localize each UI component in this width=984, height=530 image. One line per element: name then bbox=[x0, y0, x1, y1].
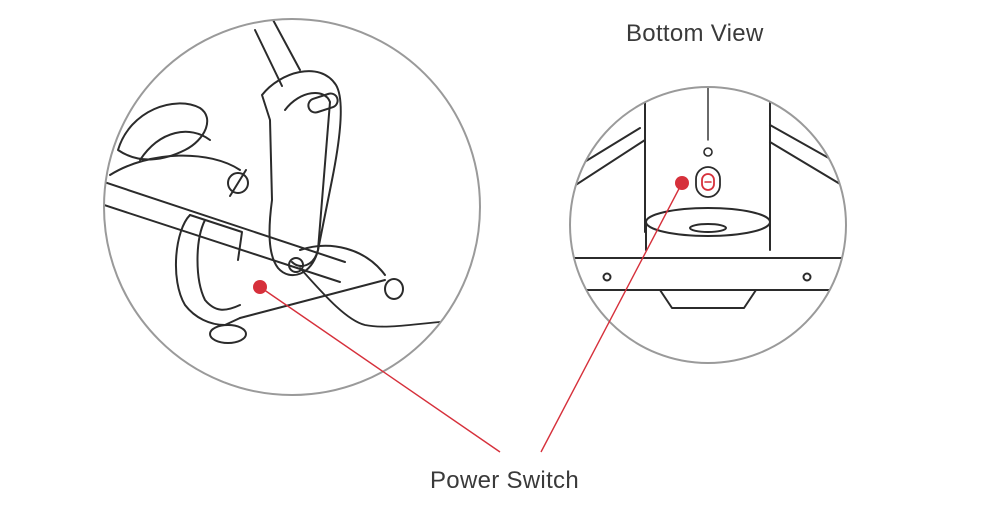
indicator-hole bbox=[703, 147, 713, 157]
stem-tube bbox=[254, 19, 301, 87]
bottom-view-frame bbox=[569, 86, 847, 364]
foot-leveler-left bbox=[209, 324, 247, 344]
bottom-view-detail bbox=[569, 86, 847, 364]
callouts bbox=[253, 176, 689, 453]
power-switch-marker bbox=[675, 176, 689, 190]
peloton-logo-icon bbox=[227, 169, 249, 197]
bottom-view-label: Bottom View bbox=[626, 20, 764, 47]
power-switch-button bbox=[695, 166, 721, 198]
horizontal-rail bbox=[570, 257, 846, 291]
callout-line-right bbox=[540, 182, 683, 453]
power-port bbox=[288, 257, 304, 273]
side-view-frame bbox=[103, 18, 481, 396]
power-cable bbox=[299, 267, 471, 328]
post bbox=[644, 87, 771, 233]
console-housing bbox=[261, 70, 342, 277]
power-switch-label: Power Switch bbox=[430, 467, 579, 494]
console-slot bbox=[307, 92, 339, 114]
base-bracket bbox=[175, 214, 241, 326]
seat-shape bbox=[117, 102, 209, 161]
power-switch-marker bbox=[253, 280, 267, 294]
lower-rail bbox=[239, 244, 386, 319]
callout-line-left bbox=[259, 286, 501, 453]
foot-leveler-right bbox=[384, 278, 404, 300]
side-view-detail bbox=[103, 18, 481, 396]
